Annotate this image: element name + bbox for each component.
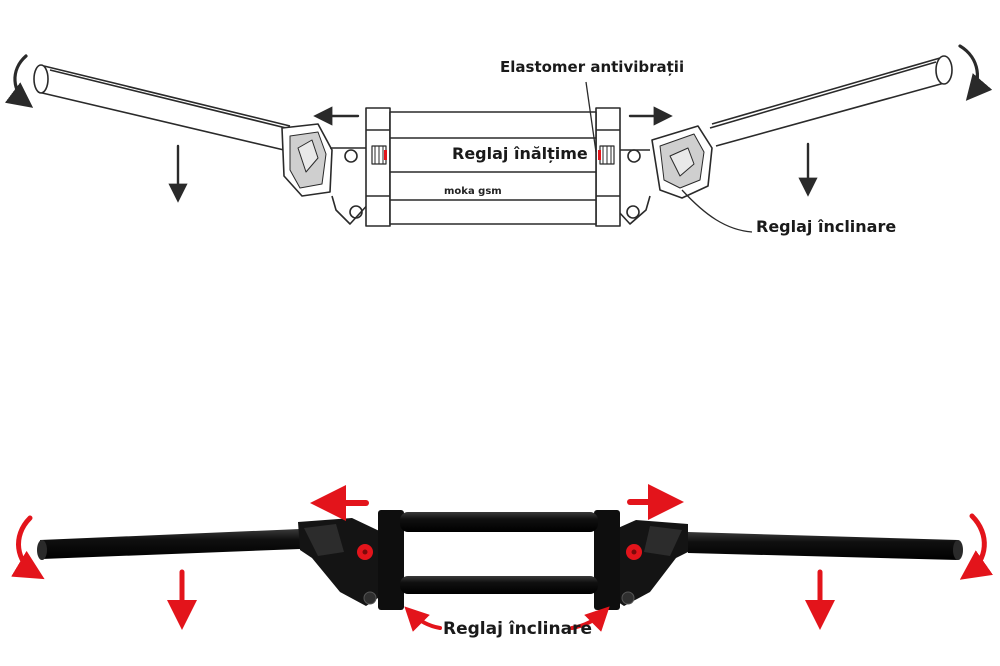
left-handlebar [40, 529, 300, 559]
rotation-arrow-icon [4, 54, 34, 108]
right-clamp [607, 125, 713, 225]
pivot-bolt-icon [344, 149, 358, 163]
height-mark-left [384, 150, 387, 160]
elastomer-leader-line [585, 81, 597, 153]
bottom-arrows [11, 484, 993, 632]
right-riser [595, 107, 621, 227]
bolt-icon [363, 591, 377, 605]
pivot-bolt-icon [626, 205, 640, 219]
right-handlebar [688, 532, 958, 560]
right-handlebar-tube [709, 55, 953, 147]
tilt-arrow-right-icon [570, 606, 610, 632]
product-render [37, 510, 963, 610]
pivot-bolt-icon [349, 205, 363, 219]
tilt-adjust-label-photo: Reglaj înclinare [443, 619, 592, 639]
left-handlebar-tube [33, 64, 291, 151]
height-mark-right [598, 150, 601, 160]
technical-drawing [33, 55, 953, 233]
pivot-bolt-icon [627, 149, 641, 163]
right-riser-photo [594, 510, 620, 610]
lower-crossbar [400, 576, 598, 594]
left-riser [365, 107, 391, 227]
top-arrows [4, 44, 993, 203]
rotation-arrow-icon [958, 44, 993, 101]
bolt-icon [621, 591, 635, 605]
height-adjust-label: Reglaj înălțime [452, 144, 588, 163]
crossbar-block [389, 111, 597, 225]
rotation-arrow-icon [959, 513, 993, 580]
tilt-arrow-left-icon [404, 606, 442, 632]
left-riser-photo [378, 510, 404, 610]
rotation-arrow-icon [11, 515, 45, 580]
left-clamp [281, 123, 373, 225]
upper-crossbar [400, 512, 598, 532]
tilt-adjust-label-drawing: Reglaj înclinare [756, 217, 897, 236]
elastomer-label: Elastomer antivibrații [500, 58, 685, 76]
tilt-leader-line [681, 189, 753, 233]
brand-label: moka gsm [444, 186, 502, 197]
